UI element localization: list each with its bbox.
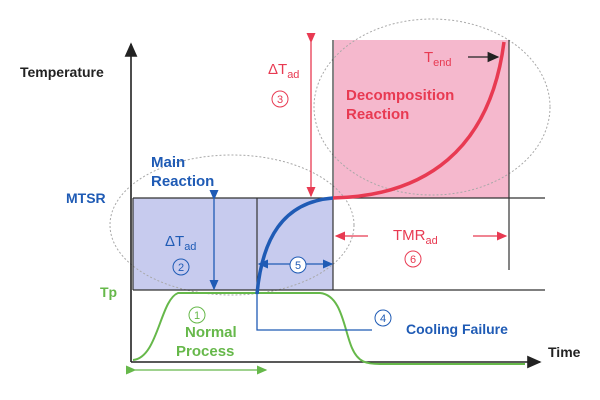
y-axis-label: Temperature <box>20 64 104 80</box>
x-axis-label: Time <box>548 344 581 360</box>
svg-text:3: 3 <box>277 94 283 106</box>
main-reaction-ellipse <box>109 154 355 296</box>
main-reaction-title-2: Reaction <box>151 173 214 190</box>
svg-text:2: 2 <box>178 262 184 274</box>
marker-2: 2 <box>172 258 190 276</box>
delta-t-decomp-label: ΔTad <box>268 61 299 81</box>
svg-text:1: 1 <box>194 310 200 322</box>
cooling-failure-label: Cooling Failure <box>406 321 508 337</box>
delta-t-main-label: ΔTad <box>165 233 196 253</box>
normal-process-curve <box>132 292 525 365</box>
t-end-label: Tend <box>424 49 452 69</box>
normal-process-label-2: Process <box>176 343 234 360</box>
decomposition-curve <box>332 41 506 200</box>
mtsr-label: MTSR <box>66 190 106 206</box>
cooling-failure-path <box>256 294 372 331</box>
decomposition-title-1: Decomposition <box>346 87 454 104</box>
main-reaction-curve <box>255 196 334 295</box>
normal-process-label-1: Normal <box>185 324 237 341</box>
marker-5: 5 <box>289 256 307 274</box>
marker-4: 4 <box>374 309 392 327</box>
main-reaction-region <box>133 198 333 290</box>
svg-text:6: 6 <box>410 254 416 266</box>
marker-1: 1 <box>188 306 206 324</box>
tmr-label: TMRad <box>393 227 438 247</box>
main-reaction-title-1: Main <box>151 154 185 171</box>
tp-label: Tp <box>100 284 117 300</box>
marker-6: 6 <box>404 250 422 268</box>
svg-text:5: 5 <box>295 260 301 272</box>
marker-3: 3 <box>271 90 289 108</box>
svg-text:4: 4 <box>380 313 386 325</box>
decomposition-title-2: Reaction <box>346 106 409 123</box>
